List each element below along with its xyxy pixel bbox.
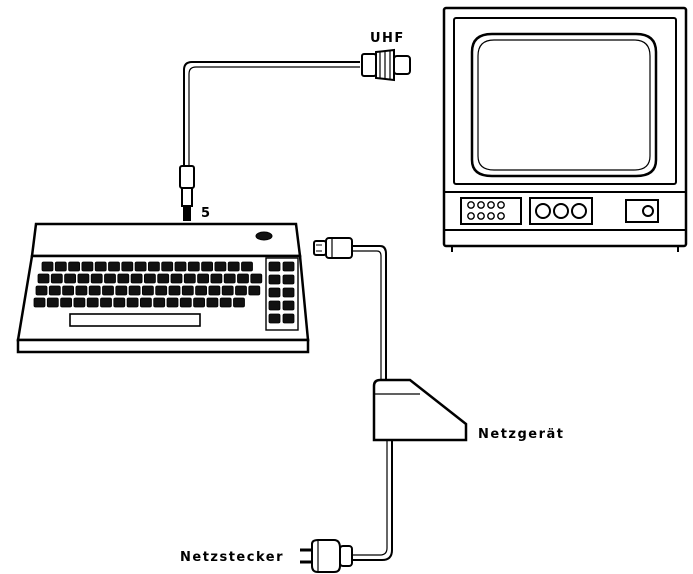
tv-buttons-icon bbox=[467, 201, 505, 220]
key bbox=[250, 273, 263, 284]
key bbox=[121, 261, 134, 272]
key bbox=[241, 261, 253, 272]
key bbox=[268, 274, 281, 285]
key bbox=[208, 285, 221, 296]
key bbox=[134, 261, 147, 272]
key bbox=[282, 261, 295, 272]
key bbox=[168, 285, 181, 296]
key bbox=[268, 300, 281, 311]
keyboard-keys bbox=[33, 261, 295, 324]
space-bar-icon bbox=[69, 313, 201, 327]
key bbox=[139, 297, 152, 308]
key bbox=[117, 273, 130, 284]
key bbox=[88, 285, 101, 296]
key bbox=[128, 285, 141, 296]
key bbox=[237, 273, 249, 284]
key bbox=[170, 273, 183, 284]
television-icon bbox=[442, 6, 688, 252]
key bbox=[282, 313, 295, 324]
key bbox=[102, 285, 114, 296]
key bbox=[197, 273, 210, 284]
key bbox=[64, 273, 76, 284]
key bbox=[179, 297, 192, 308]
key bbox=[60, 297, 72, 308]
key bbox=[187, 261, 200, 272]
port-label: 5 bbox=[201, 206, 212, 221]
power-cable bbox=[350, 245, 393, 561]
key bbox=[62, 285, 74, 296]
key bbox=[181, 285, 194, 296]
key bbox=[183, 273, 196, 284]
key bbox=[221, 285, 234, 296]
key bbox=[130, 273, 143, 284]
key bbox=[248, 285, 261, 296]
key bbox=[268, 261, 281, 272]
key bbox=[206, 297, 219, 308]
key bbox=[113, 297, 126, 308]
key bbox=[68, 261, 80, 272]
key bbox=[155, 285, 168, 296]
uhf-cable bbox=[183, 61, 360, 166]
key bbox=[143, 273, 156, 284]
key bbox=[108, 261, 120, 272]
key bbox=[41, 261, 54, 272]
key bbox=[46, 297, 59, 308]
key bbox=[282, 300, 295, 311]
key bbox=[94, 261, 107, 272]
key bbox=[48, 285, 61, 296]
key bbox=[54, 261, 67, 272]
mains-plug-label: Netzstecker bbox=[180, 550, 284, 565]
power-supply-label: Netzgerät bbox=[478, 427, 565, 442]
key bbox=[157, 273, 170, 284]
din-plug-icon bbox=[313, 237, 353, 259]
key bbox=[35, 285, 48, 296]
key bbox=[193, 297, 206, 308]
key bbox=[86, 297, 99, 308]
key bbox=[33, 297, 46, 308]
key bbox=[282, 287, 295, 298]
key bbox=[141, 285, 154, 296]
video-plug-icon bbox=[179, 165, 195, 221]
key bbox=[219, 297, 232, 308]
power-supply-icon bbox=[372, 378, 468, 442]
key bbox=[37, 273, 50, 284]
key bbox=[115, 285, 128, 296]
uhf-connector-icon bbox=[361, 48, 411, 82]
key bbox=[104, 273, 116, 284]
key bbox=[227, 261, 240, 272]
key bbox=[100, 297, 112, 308]
key bbox=[268, 313, 281, 324]
key bbox=[73, 297, 86, 308]
key bbox=[235, 285, 247, 296]
tv-knobs-icon bbox=[535, 203, 587, 219]
key bbox=[214, 261, 227, 272]
key bbox=[223, 273, 236, 284]
uhf-label: UHF bbox=[370, 31, 405, 46]
key bbox=[210, 273, 223, 284]
tv-power-switch-icon bbox=[642, 205, 654, 217]
key bbox=[90, 273, 103, 284]
key bbox=[161, 261, 174, 272]
key bbox=[166, 297, 179, 308]
key bbox=[147, 261, 160, 272]
key bbox=[50, 273, 63, 284]
key bbox=[153, 297, 166, 308]
key bbox=[126, 297, 139, 308]
key bbox=[268, 287, 281, 298]
computer-keyboard-icon bbox=[16, 222, 310, 354]
key bbox=[201, 261, 214, 272]
key bbox=[282, 274, 295, 285]
key bbox=[233, 297, 245, 308]
key bbox=[174, 261, 187, 272]
key bbox=[77, 273, 90, 284]
key bbox=[75, 285, 88, 296]
key bbox=[81, 261, 94, 272]
mains-plug-icon bbox=[300, 539, 353, 573]
key bbox=[195, 285, 208, 296]
